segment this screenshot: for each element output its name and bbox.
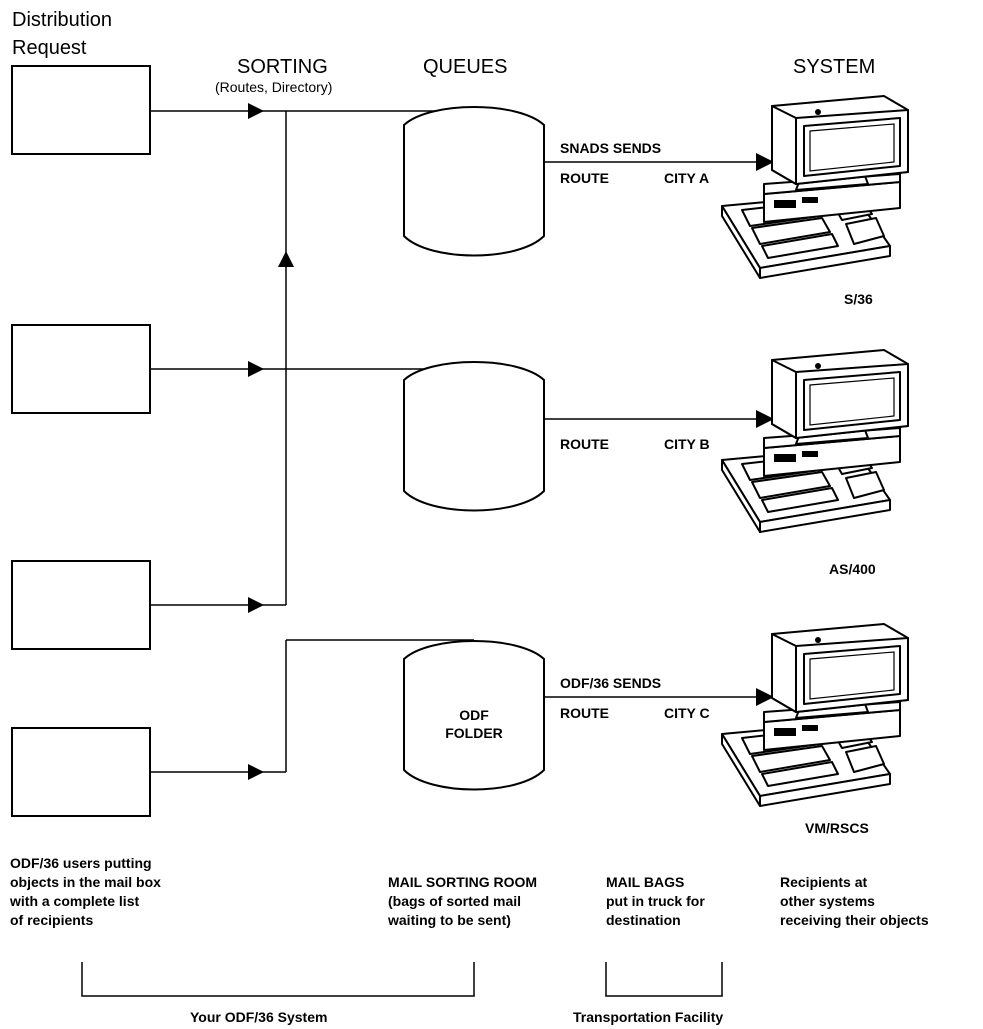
svg-text:ODF/36 users putting: ODF/36 users putting [10,855,152,871]
distribution-request-box-1 [11,65,151,155]
svg-text:other systems: other systems [780,893,875,909]
caption-recipients: Recipients at other systems receiving th… [780,874,929,928]
system-name-1: S/36 [844,291,873,307]
computer-terminal-icon [721,95,909,279]
arrow-to-system-1 [756,153,774,171]
arrow-right-row4 [248,764,264,780]
svg-text:destination: destination [606,912,681,928]
distribution-request-box-3 [11,560,151,650]
route-3-city: CITY C [664,705,710,721]
route-1-sends: SNADS SENDS [560,140,661,156]
computer-terminal-icon [721,623,909,807]
route-3-sends: ODF/36 SENDS [560,675,661,691]
svg-text:of recipients: of recipients [10,912,93,928]
distribution-request-title-line1: Distribution [12,9,112,31]
queue-label-line1: ODF [459,707,489,723]
bracket-label-transportation: Transportation Facility [573,1009,723,1025]
computer-terminal-icon [721,349,909,533]
caption-users: ODF/36 users putting objects in the mail… [9,855,161,928]
bracket-transportation [605,962,723,997]
svg-text:Recipients at: Recipients at [780,874,867,890]
svg-text:(bags of sorted mail: (bags of sorted mail [388,893,521,909]
distribution-request-box-2 [11,324,151,414]
system-name-3: VM/RSCS [805,820,869,836]
system-name-2: AS/400 [829,561,876,577]
caption-sorting-room: MAIL SORTING ROOM (bags of sorted mail w… [387,874,537,928]
caption-mail-bags: MAIL BAGS put in truck for destination [606,874,705,928]
arrow-to-system-3 [756,688,774,706]
svg-text:MAIL BAGS: MAIL BAGS [606,874,684,890]
queue-cylinder-1 [403,106,545,257]
bracket-label-your-system: Your ODF/36 System [190,1009,327,1025]
queue-cylinder-2 [403,361,545,512]
arrow-right-row1 [248,103,264,119]
distribution-request-box-4 [11,727,151,817]
arrow-right-row3 [248,597,264,613]
distribution-request-title-line2: Request [12,37,87,59]
svg-text:receiving their objects: receiving their objects [780,912,929,928]
route-2-city: CITY B [664,436,710,452]
arrow-up-trunk [278,251,294,267]
svg-text:waiting to be sent): waiting to be sent) [387,912,511,928]
svg-text:MAIL SORTING ROOM: MAIL SORTING ROOM [388,874,537,890]
sorting-subtitle: (Routes, Directory) [215,79,332,95]
svg-text:put in truck for: put in truck for [606,893,705,909]
svg-text:with a complete list: with a complete list [9,893,139,909]
routing-lines [150,110,475,773]
sorting-title: SORTING [237,56,328,78]
queue-cylinder-3: ODF FOLDER [403,640,545,791]
svg-text:objects in the mail box: objects in the mail box [10,874,161,890]
queues-title: QUEUES [423,56,507,78]
bracket-your-system [81,962,475,997]
route-3-route: ROUTE [560,705,609,721]
send-lines [544,153,774,706]
system-title: SYSTEM [793,56,875,78]
arrow-right-row2 [248,361,264,377]
arrow-to-system-2 [756,410,774,428]
route-2-route: ROUTE [560,436,609,452]
route-1-route: ROUTE [560,170,609,186]
queue-label-line2: FOLDER [445,725,503,741]
route-1-city: CITY A [664,170,709,186]
